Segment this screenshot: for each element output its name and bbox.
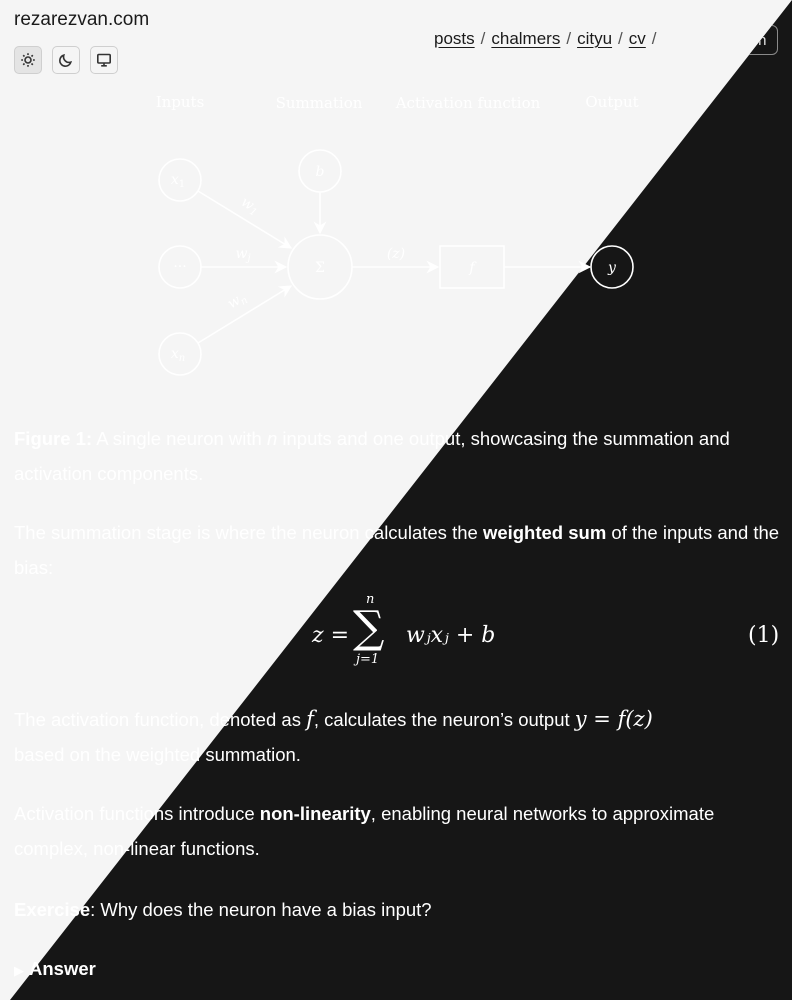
paragraph-text: , enabling neural networks to approximat… xyxy=(14,803,715,859)
header-inputs: Inputs xyxy=(156,93,205,111)
header-activation: Activation function xyxy=(395,94,541,112)
theme-switcher xyxy=(14,46,118,74)
label-wj: wj xyxy=(235,246,250,264)
label-dots: ··· xyxy=(173,259,186,275)
answer-label: Answer xyxy=(29,958,96,979)
edge-wn xyxy=(197,285,293,344)
light-theme-button[interactable] xyxy=(14,46,42,74)
moon-icon xyxy=(59,53,73,67)
paragraph-text: , calculates the neuron’s output xyxy=(313,709,575,730)
label-sum: Σ xyxy=(315,260,325,276)
nav-link-cityu[interactable]: cityu xyxy=(577,29,613,48)
disclosure-triangle-icon: ▶ xyxy=(14,963,24,978)
label-xn: xn xyxy=(171,346,185,364)
math-f: f xyxy=(306,707,314,731)
nav-separator: / xyxy=(651,29,657,48)
monitor-icon xyxy=(96,53,111,67)
label-x1: x1 xyxy=(171,172,185,190)
paragraph-text: The activation function, denoted as xyxy=(14,709,307,730)
caption-var-n: n xyxy=(266,428,278,449)
equation-sum-top: n xyxy=(366,592,375,607)
edge-w1 xyxy=(197,190,293,249)
nonlinearity-paragraph: Activation functions introduce non-linea… xyxy=(14,796,784,866)
bold-weighted-sum: weighted sum xyxy=(482,522,607,543)
equation-number: (1) xyxy=(748,623,780,648)
caption-text-pre: A single neuron with xyxy=(92,428,267,449)
nav-separator: / xyxy=(618,29,623,48)
label-output: y xyxy=(607,260,617,276)
breadcrumb-nav: posts / chalmers / cityu / cv / xyxy=(434,29,657,49)
nav-separator: / xyxy=(480,29,486,48)
activation-paragraph: The activation function, denoted as f, c… xyxy=(14,702,784,772)
equation-lhs: z = xyxy=(312,623,350,648)
nav-separator: / xyxy=(566,29,572,48)
node-x1 xyxy=(158,158,202,202)
system-theme-button[interactable] xyxy=(90,46,118,74)
neuron-diagram: Inputs Summation Activation function Out… xyxy=(156,93,639,376)
caption-text-post: inputs and one output, showcasing the su… xyxy=(14,428,730,484)
caption-label: Figure 1: xyxy=(14,428,93,449)
site-title[interactable]: rezarezvan.com xyxy=(14,9,150,30)
node-xn xyxy=(158,332,202,376)
label-w1: w1 xyxy=(237,194,262,219)
nav-link-cv[interactable]: cv xyxy=(628,29,646,48)
label-activation: f xyxy=(468,260,477,276)
exercise-label: Exercise xyxy=(14,899,91,920)
label-bias: b xyxy=(316,164,325,180)
figure-caption: Figure 1: A single neuron with n inputs … xyxy=(14,421,784,491)
paragraph-text: Activation functions introduce xyxy=(14,803,260,824)
paragraph-text: based on the weighted summation. xyxy=(14,744,301,765)
label-z: (z) xyxy=(387,246,405,262)
equation-sum-bottom: j=1 xyxy=(356,652,380,667)
equation-sigma: ∑ xyxy=(353,602,385,653)
header-summation: Summation xyxy=(276,94,363,112)
exercise-paragraph: Exercise: Why does the neuron have a bia… xyxy=(14,892,784,927)
dark-theme-button[interactable] xyxy=(52,46,80,74)
paragraph-text: of the inputs and the bias: xyxy=(14,522,780,578)
exercise-question: : Why does the neuron have a bias input? xyxy=(90,899,432,920)
summation-paragraph: The summation stage is where the neuron … xyxy=(14,515,784,585)
bold-non-linearity: non-linearity xyxy=(259,803,371,824)
paragraph-text: The summation stage is where the neuron … xyxy=(14,522,483,543)
answer-toggle[interactable]: ▶ Answer xyxy=(14,951,784,988)
sun-icon xyxy=(21,53,35,67)
nav-link-chalmers[interactable]: chalmers xyxy=(491,29,561,48)
header-output: Output xyxy=(585,93,638,111)
equation-rhs: wⱼxⱼ + b xyxy=(406,623,496,648)
nav-link-posts[interactable]: posts xyxy=(434,29,475,48)
equation-block: z = n ∑ j=1 wⱼxⱼ + b (1) xyxy=(14,590,784,680)
math-output-expression: y = f(z) xyxy=(574,707,653,731)
label-wn: wn xyxy=(225,289,250,314)
